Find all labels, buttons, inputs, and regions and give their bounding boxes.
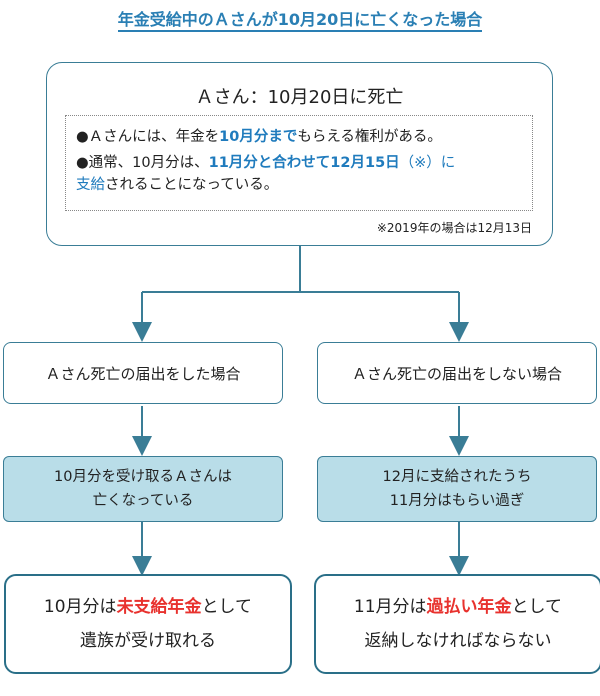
summary-details: ●Ａさんには、年金を10月分までもらえる権利がある。 ●通常、10月分は、11月… (65, 115, 533, 211)
result-left-line2: 遺族が受け取れる (80, 631, 216, 651)
bullet-2: ●通常、10月分は、11月分と合わせて12月15日（※）に支給されることになって… (76, 155, 456, 193)
diagram-title: 年金受給中のＡさんが10月20日に亡くなった場合 (0, 6, 600, 32)
result-right-box: 11月分は過払い年金として 返納しなければならない (314, 574, 600, 674)
summary-heading: Ａさん：10月20日に死亡 (195, 87, 404, 108)
bullet-1: ●Ａさんには、年金を10月分までもらえる権利がある。 (76, 129, 442, 145)
detail-left-box: 10月分を受け取るＡさんは 亡くなっている (3, 456, 283, 522)
result-right-line1: 11月分は過払い年金として (353, 597, 563, 617)
footnote: ※2019年の場合は12月13日 (376, 221, 532, 235)
result-right-line2: 返納しなければならない (364, 631, 552, 651)
summary-box: Ａさん：10月20日に死亡 ●Ａさんには、年金を10月分までもらえる権利がある。… (46, 62, 553, 246)
result-left-line1: 10月分は未支給年金として (43, 597, 253, 617)
case-left-box: Ａさん死亡の届出をした場合 (3, 342, 283, 404)
detail-right-box: 12月に支給されたうち 11月分はもらい過ぎ (317, 456, 597, 522)
result-left-box: 10月分は未支給年金として 遺族が受け取れる (4, 574, 292, 674)
case-right-box: Ａさん死亡の届出をしない場合 (317, 342, 597, 404)
